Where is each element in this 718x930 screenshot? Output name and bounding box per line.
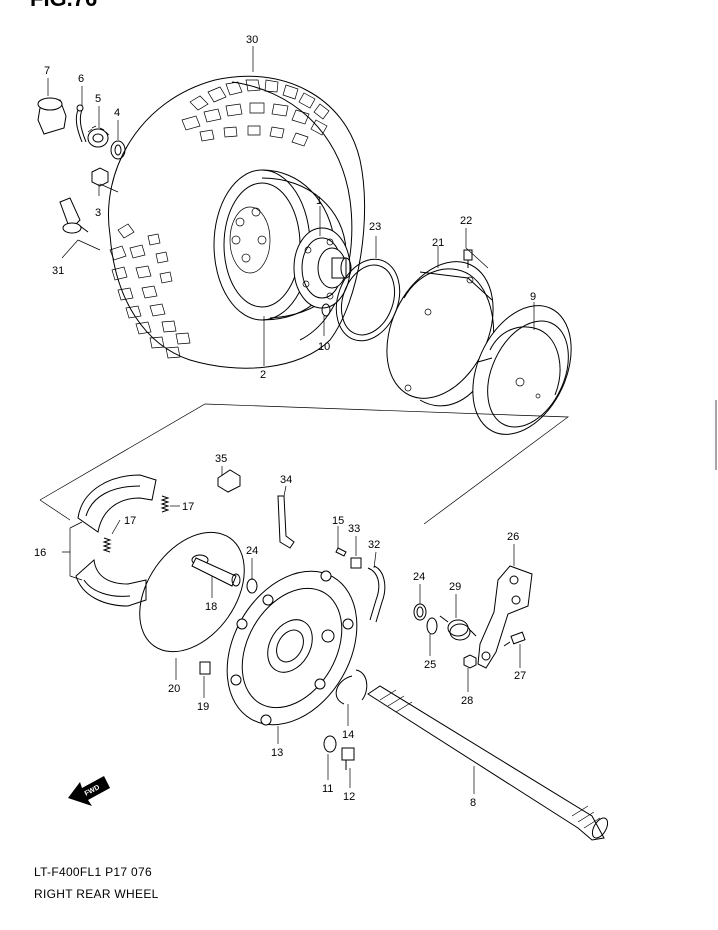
- spring-clip[interactable]: [217, 469, 241, 493]
- callout-12: 12: [343, 791, 355, 803]
- callout-1: 1: [316, 195, 322, 207]
- brake-shoe-upper[interactable]: [77, 474, 157, 533]
- callout-labels: 30 7 6 5 4 3 31 2 1 23 22 21 9 10 35 17 …: [34, 34, 536, 809]
- callout-32: 32: [368, 539, 380, 551]
- circlip[interactable]: [335, 669, 368, 705]
- callout-2: 2: [260, 369, 266, 381]
- breather-nut[interactable]: [350, 557, 362, 569]
- rear-axle[interactable]: [367, 685, 611, 841]
- axle-washer[interactable]: [323, 735, 337, 753]
- washer-right[interactable]: [426, 617, 438, 635]
- cotter-pin[interactable]: [75, 104, 87, 143]
- callout-33: 33: [348, 523, 360, 535]
- callout-11: 11: [322, 783, 333, 795]
- camshaft-seal[interactable]: [246, 578, 258, 594]
- callout-14: 14: [342, 729, 354, 741]
- brake-camshaft[interactable]: [191, 554, 241, 587]
- brake-cam-lever[interactable]: [277, 495, 295, 549]
- figure-title: FIG.76: [30, 0, 97, 12]
- callout-7: 7: [44, 65, 50, 77]
- callout-18: 18: [205, 601, 217, 613]
- large-o-ring[interactable]: [118, 513, 266, 672]
- axle-bolt[interactable]: [341, 747, 355, 770]
- callout-24-left: 24: [246, 545, 258, 557]
- callout-27: 27: [514, 670, 526, 682]
- leader-lines: [47, 46, 535, 794]
- callout-24-right: 24: [413, 571, 425, 583]
- lever-nut[interactable]: [463, 654, 477, 669]
- callout-3: 3: [95, 207, 101, 219]
- callout-26: 26: [507, 531, 519, 543]
- callout-23: 23: [369, 221, 381, 233]
- brake-panel[interactable]: [201, 548, 383, 748]
- breather-hose[interactable]: [367, 565, 386, 623]
- brake-drum[interactable]: [453, 290, 590, 450]
- diagram-caption: RIGHT REAR WHEEL: [34, 887, 159, 901]
- panel-pin[interactable]: [335, 547, 347, 557]
- callout-6: 6: [78, 73, 84, 85]
- seal-right[interactable]: [413, 603, 427, 621]
- callout-20: 20: [168, 683, 180, 695]
- brake-shoe-lower[interactable]: [75, 558, 147, 607]
- brake-drum-cover[interactable]: [366, 244, 514, 415]
- wheel-hub[interactable]: [293, 227, 352, 309]
- callout-13: 13: [271, 747, 283, 759]
- callout-31: 31: [52, 265, 64, 277]
- callout-25: 25: [424, 659, 436, 671]
- washer[interactable]: [110, 140, 126, 160]
- callout-16: 16: [34, 547, 46, 559]
- valve-stem[interactable]: [59, 197, 89, 234]
- arm-bolt[interactable]: [503, 631, 526, 647]
- wheel-nut[interactable]: [91, 167, 109, 187]
- callout-19: 19: [197, 701, 209, 713]
- castle-nut[interactable]: [87, 125, 110, 148]
- callout-22: 22: [460, 215, 472, 227]
- callout-17-lower: 17: [124, 515, 136, 527]
- callout-21: 21: [432, 237, 444, 249]
- small-o-ring[interactable]: [321, 303, 331, 317]
- callout-28: 28: [461, 695, 473, 707]
- return-spring[interactable]: [439, 615, 477, 641]
- callout-10: 10: [318, 341, 330, 353]
- callout-29: 29: [449, 581, 461, 593]
- panel-bolt[interactable]: [199, 661, 211, 675]
- tire[interactable]: [108, 75, 366, 369]
- shoe-springs[interactable]: [102, 495, 170, 553]
- callout-9: 9: [530, 291, 536, 303]
- callout-30: 30: [246, 34, 258, 46]
- callout-17-upper: 17: [182, 501, 194, 513]
- brake-arm[interactable]: [477, 565, 533, 669]
- callout-15: 15: [332, 515, 344, 527]
- callout-8: 8: [470, 797, 476, 809]
- wheel-cap[interactable]: [37, 97, 67, 135]
- brake-assembly-boundary: [39, 403, 570, 525]
- forward-direction-arrow: FWD: [68, 776, 110, 806]
- callout-5: 5: [95, 93, 101, 105]
- model-code: LT-F400FL1 P17 076: [34, 865, 152, 879]
- callout-34: 34: [280, 474, 292, 486]
- callout-35: 35: [215, 453, 227, 465]
- callout-4: 4: [114, 107, 120, 119]
